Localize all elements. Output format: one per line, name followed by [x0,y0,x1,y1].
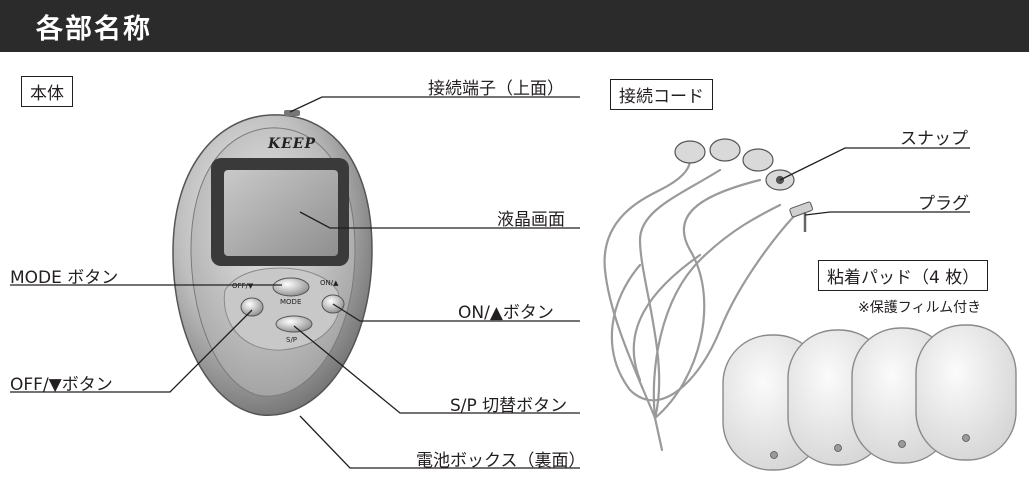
pads-box-label: 粘着パッド（4 枚） [818,260,989,291]
cord-plug [789,201,813,232]
cord-box-label: 接続コード [610,79,713,110]
mode-button-label: MODE ボタン [10,268,119,288]
on-button-text: ON/▲ [320,279,339,287]
adhesive-pads [722,324,1017,471]
lcd-screen-label: 液晶画面 [497,210,565,230]
battery-box-label: 電池ボックス（裏面） [416,451,586,471]
off-button-label: OFF/▼ボタン [10,375,113,395]
sp-button-text: S/P [286,336,298,344]
brand-logo: KEEP [268,136,317,152]
section-title: 各部名称 [36,14,152,45]
connector-terminal-label: 接続端子（上面） [428,79,564,99]
section-header: 各部名称 [0,0,1029,52]
mode-button-text: MODE [280,298,302,306]
cord-snaps [674,138,795,191]
off-button-text: OFF/▼ [232,282,254,290]
device-box-label: 本体 [21,76,73,107]
on-button-label: ON/▲ボタン [458,303,554,323]
device-body [172,110,373,416]
pads-note: ※保護フィルム付き [858,300,982,316]
sp-button-label: S/P 切替ボタン [450,396,568,416]
mode-button-shape [272,277,310,297]
pad-snaps [770,434,970,459]
lcd-screen [224,170,338,256]
leader-lines [10,96,970,469]
snap-label: スナップ [900,129,968,149]
off-button-shape [240,297,264,317]
connection-cord [603,158,802,452]
sp-button-shape [275,315,313,333]
plug-label: プラグ [918,194,969,214]
